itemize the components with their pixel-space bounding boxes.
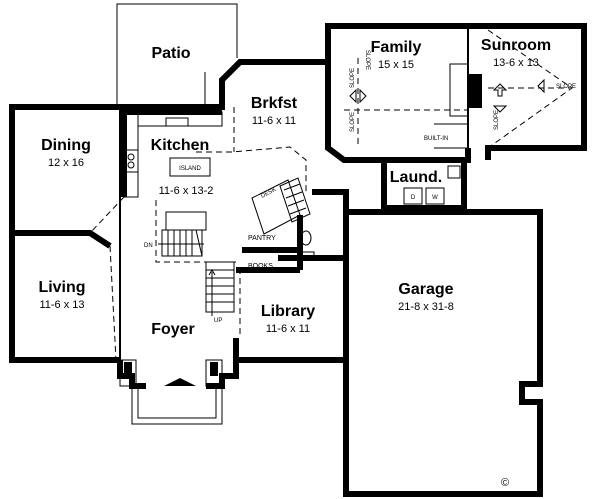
garage-label: Garage [398,281,453,298]
pantry-label: PANTRY [248,235,276,242]
fireplace [434,63,482,149]
dining-dims: 12 x 16 [48,157,84,169]
stair-up-label: UP [214,318,222,324]
library-label: Library [261,303,315,320]
front-columns [119,359,223,387]
brkfst-dims: 11-6 x 11 [252,115,296,127]
kitchen-label: Kitchen [151,137,210,154]
library-dims: 11-6 x 11 [266,323,310,335]
family-slope-label-2: SLOPE [350,112,356,132]
stair-down-label: DN [144,243,153,249]
kitchen-island [169,157,211,177]
island-label: ISLAND [179,166,201,172]
staircase [158,211,235,316]
laundry-appliances [403,165,461,205]
sunroom-label: Sunroom [481,37,551,54]
copyright-mark: © [501,477,509,489]
built-in-label: BUILT-IN [424,136,448,142]
foyer-label: Foyer [151,321,195,338]
powder-room [300,230,315,259]
sunroom-slope-label-1: SLOPE [494,110,500,130]
books-label: BOOKS [248,263,273,270]
garage-dims: 21-8 x 31-8 [398,301,454,313]
patio-area [116,3,238,105]
patio-label: Patio [151,45,190,62]
kitchen-dims: 11-6 x 13-2 [159,185,214,197]
dining-label: Dining [41,137,91,154]
desk-area [251,177,311,235]
family-slope-label-1: SLOPE [350,68,356,88]
desk-label: DESK [260,187,277,200]
slope-markers [349,78,545,113]
washer-label: W [432,195,438,201]
front-porch [131,378,223,425]
brkfst-label: Brkfst [251,95,298,112]
family-dims: 15 x 15 [378,59,414,71]
living-dims: 11-6 x 13 [39,299,84,311]
sunroom-dims: 13-6 x 13 [493,57,539,69]
laund-label: Laund. [390,169,442,186]
kitchen-counters [123,111,223,198]
dryer-label: D [411,195,416,201]
family-slope-label-3: SLOPE [364,50,370,70]
sunroom-slope-label-2: SLOPE [556,84,576,90]
family-label: Family [371,39,422,56]
living-label: Living [38,279,85,296]
